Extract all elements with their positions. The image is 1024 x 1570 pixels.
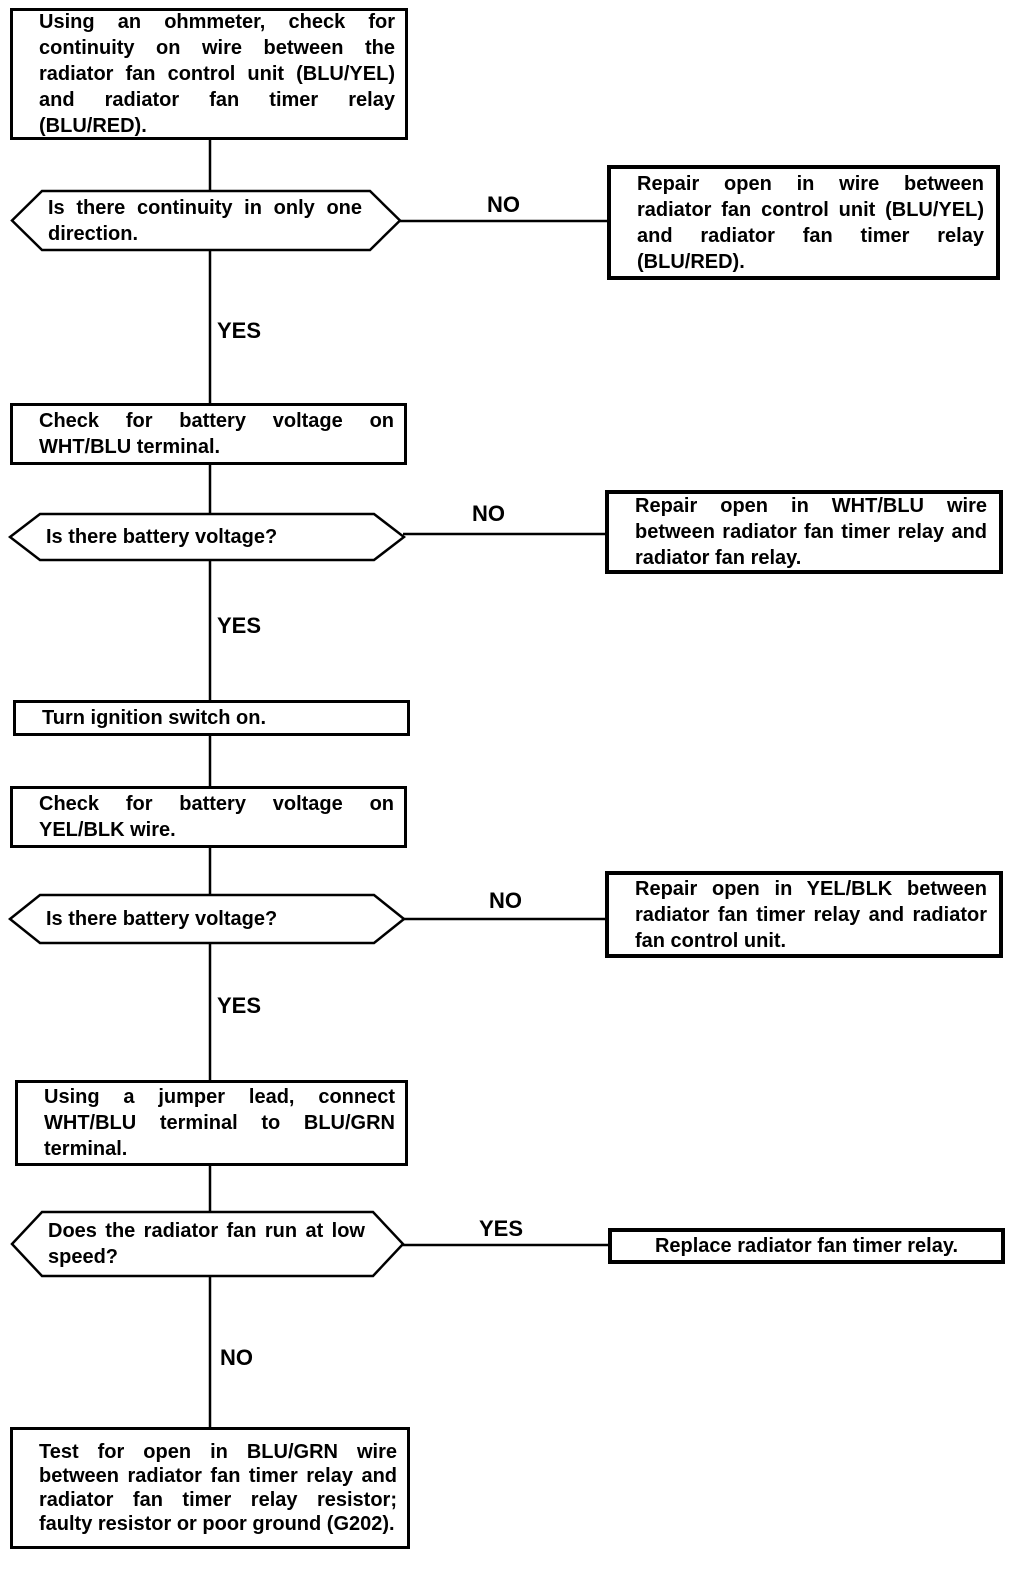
flow-step-ohmmeter-check: Using an ohmmeter, check for continuity … bbox=[10, 8, 408, 140]
decision-hexagon-shape bbox=[8, 512, 406, 562]
flow-action-repair-whtblu-text: Repair open in WHT/BLU wire between radi… bbox=[635, 495, 987, 569]
flow-step-test-blugrn-text: Test for open in BLU/GRN wire between ra… bbox=[39, 1441, 397, 1535]
flow-step-jumper-lead: Using a jumper lead, connect WHT/BLU ter… bbox=[15, 1080, 408, 1166]
edge-label-decision4-no: NO bbox=[218, 1345, 255, 1370]
flow-action-replace-relay-text: Replace radiator fan timer relay. bbox=[654, 1235, 959, 1257]
flow-decision-continuity-one-direction: Is there continuity in only one directio… bbox=[10, 189, 402, 252]
flow-step-ohmmeter-check-text: Using an ohmmeter, check for continuity … bbox=[39, 11, 395, 137]
flow-step-check-voltage-whtblu: Check for battery voltage on WHT/BLU ter… bbox=[10, 403, 407, 465]
edge-label-decision3-yes: YES bbox=[215, 993, 264, 1018]
flow-step-jumper-lead-text: Using a jumper lead, connect WHT/BLU ter… bbox=[44, 1086, 395, 1160]
flow-decision-battery-voltage-1: Is there battery voltage? bbox=[8, 512, 406, 562]
edge-label-decision1-no: NO bbox=[485, 192, 522, 217]
decision-hexagon-shape bbox=[10, 189, 402, 252]
flow-step-ignition-on: Turn ignition switch on. bbox=[13, 700, 410, 736]
flow-step-ignition-on-text: Turn ignition switch on. bbox=[42, 707, 267, 729]
flow-action-replace-relay: Replace radiator fan timer relay. bbox=[608, 1228, 1005, 1264]
decision-hexagon-shape bbox=[10, 1210, 405, 1278]
flow-decision-continuity-one-direction-text: Is there continuity in only one directio… bbox=[48, 196, 362, 245]
flow-decision-battery-voltage-2-text: Is there battery voltage? bbox=[46, 908, 278, 930]
edge-label-decision1-yes: YES bbox=[215, 318, 264, 343]
flow-decision-battery-voltage-1-text: Is there battery voltage? bbox=[46, 526, 278, 548]
flow-decision-fan-low-speed-text: Does the radiator fan run at low speed? bbox=[48, 1220, 365, 1268]
decision-hexagon-shape bbox=[8, 893, 406, 945]
flow-action-repair-open-wire-text: Repair open in wire between radiator fan… bbox=[637, 172, 984, 273]
edge-label-decision2-no: NO bbox=[470, 501, 507, 526]
edge-label-decision2-yes: YES bbox=[215, 613, 264, 638]
flow-action-repair-yelblk: Repair open in YEL/BLK between radiator … bbox=[605, 871, 1003, 958]
flow-decision-battery-voltage-2: Is there battery voltage? bbox=[8, 893, 406, 945]
flow-action-repair-whtblu: Repair open in WHT/BLU wire between radi… bbox=[605, 490, 1003, 574]
flow-step-check-voltage-yelblk-text: Check for battery voltage on YEL/BLK wir… bbox=[39, 793, 394, 841]
flow-step-check-voltage-whtblu-text: Check for battery voltage on WHT/BLU ter… bbox=[39, 410, 394, 458]
edge-label-decision3-no: NO bbox=[487, 888, 524, 913]
flow-step-test-blugrn: Test for open in BLU/GRN wire between ra… bbox=[10, 1427, 410, 1549]
flow-action-repair-open-wire: Repair open in wire between radiator fan… bbox=[607, 165, 1000, 280]
flow-step-check-voltage-yelblk: Check for battery voltage on YEL/BLK wir… bbox=[10, 786, 407, 848]
edge-label-decision4-yes: YES bbox=[477, 1216, 526, 1241]
flow-decision-fan-low-speed: Does the radiator fan run at low speed? bbox=[10, 1210, 405, 1278]
flow-action-repair-yelblk-text: Repair open in YEL/BLK between radiator … bbox=[635, 877, 987, 952]
